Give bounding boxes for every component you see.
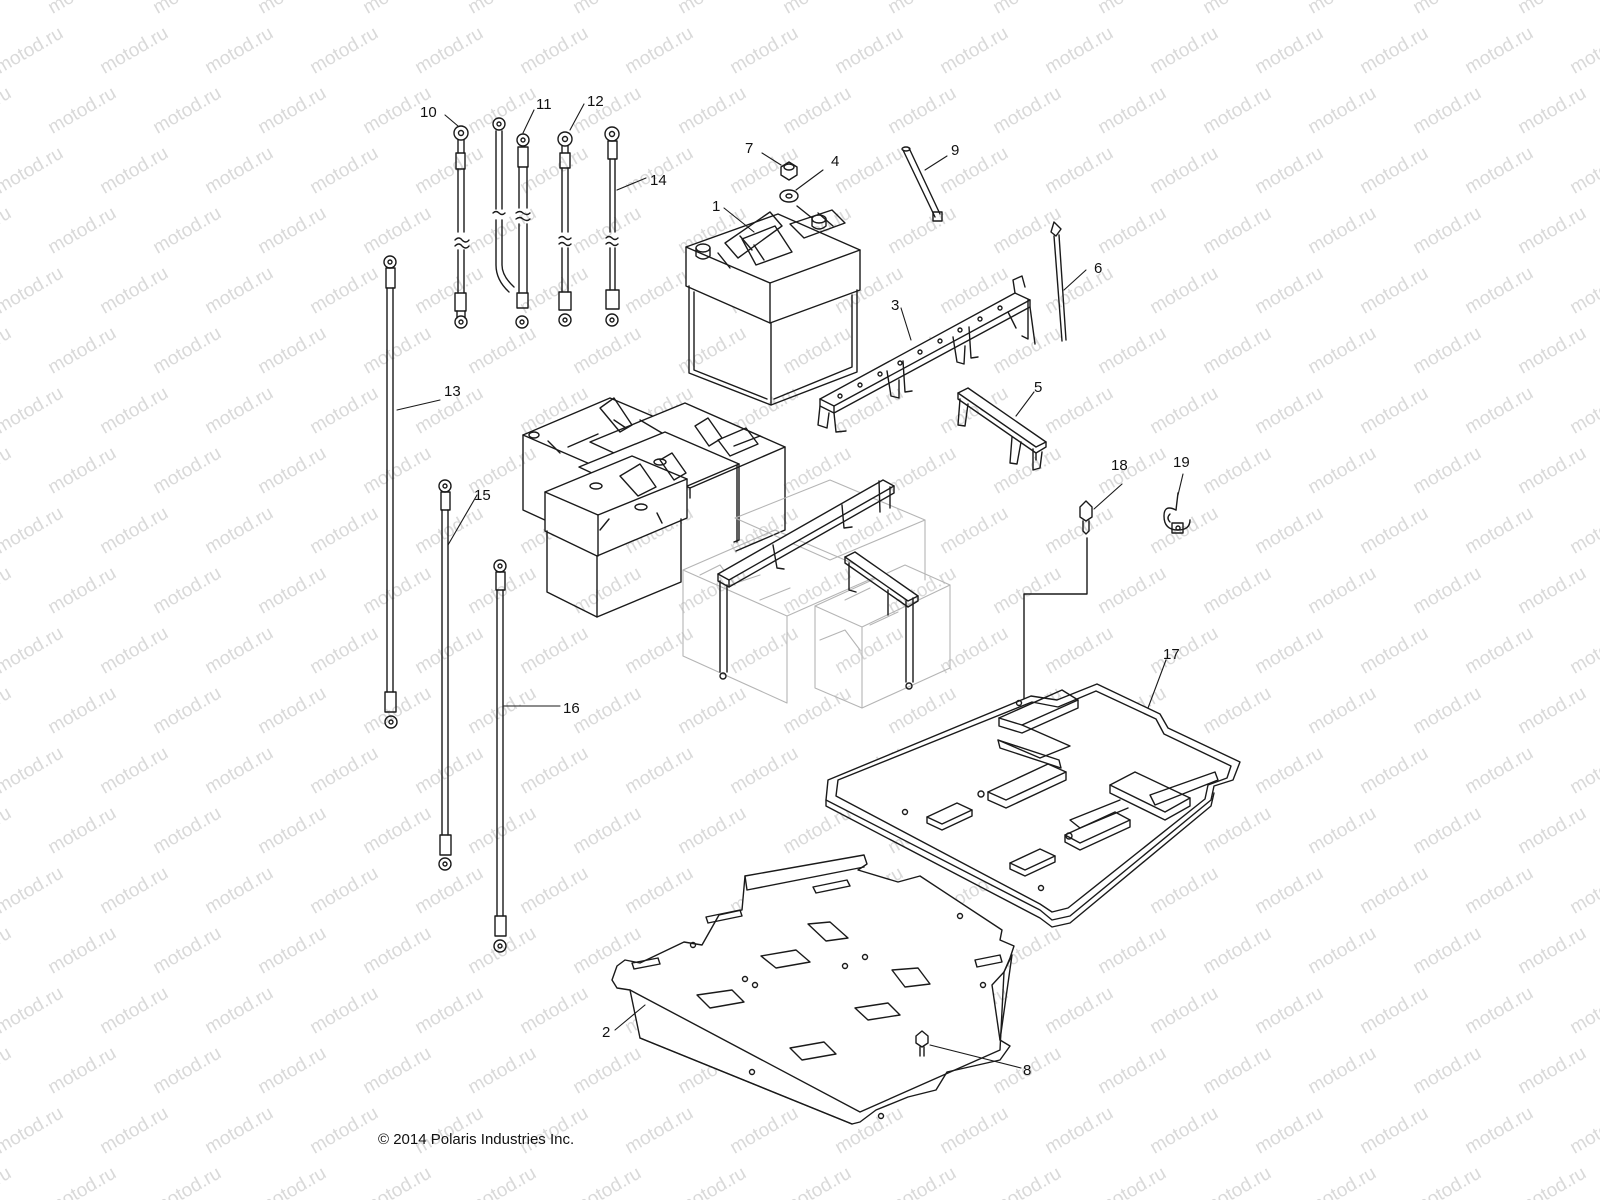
- washer-4: [779, 189, 799, 203]
- bracket-5: [957, 387, 1047, 471]
- callout-19: 19: [1173, 454, 1190, 471]
- nut-7: [780, 161, 798, 181]
- leader-lines: [396, 103, 1184, 1069]
- callout-3: 3: [891, 297, 899, 314]
- callout-labels: 1 2 3 4 5 6 7 8 9 10 11 12 13 14 15 16 1…: [420, 93, 1190, 1079]
- callout-15: 15: [474, 487, 491, 504]
- cable-12: [557, 131, 573, 327]
- cable-16: [493, 559, 507, 953]
- cable-15: [438, 479, 452, 871]
- screw-8: [915, 1030, 929, 1057]
- callout-6: 6: [1094, 260, 1102, 277]
- callout-12: 12: [587, 93, 604, 110]
- callout-1: 1: [712, 198, 720, 215]
- tray-17: [825, 683, 1241, 928]
- cluster-brackets: [717, 479, 919, 690]
- callout-8: 8: [1023, 1062, 1031, 1079]
- callout-4: 4: [831, 153, 839, 170]
- copyright-notice: © 2014 Polaris Industries Inc.: [378, 1131, 575, 1148]
- cable-13: [383, 255, 398, 729]
- callout-5: 5: [1034, 379, 1042, 396]
- battery-single: [685, 205, 861, 406]
- callout-7: 7: [745, 140, 753, 157]
- callout-16: 16: [563, 700, 580, 717]
- rod-6: [1050, 221, 1067, 342]
- leader-18-17: [1023, 537, 1088, 707]
- cable-10: [453, 125, 470, 329]
- callout-13: 13: [444, 383, 461, 400]
- callout-9: 9: [951, 142, 959, 159]
- callout-17: 17: [1163, 646, 1180, 663]
- clamp-19: [1163, 492, 1191, 534]
- callout-2: 2: [602, 1024, 610, 1041]
- clip-18: [1079, 500, 1093, 535]
- battery-cluster: [522, 397, 786, 618]
- skid-plate-2: [611, 854, 1015, 1125]
- cable-11: [492, 117, 531, 329]
- rod-9: [901, 146, 943, 222]
- callout-11: 11: [536, 96, 552, 113]
- callout-14: 14: [650, 172, 667, 189]
- callout-18: 18: [1111, 457, 1128, 474]
- bracket-3: [817, 275, 1036, 433]
- cable-14: [604, 126, 620, 327]
- callout-10: 10: [420, 104, 437, 121]
